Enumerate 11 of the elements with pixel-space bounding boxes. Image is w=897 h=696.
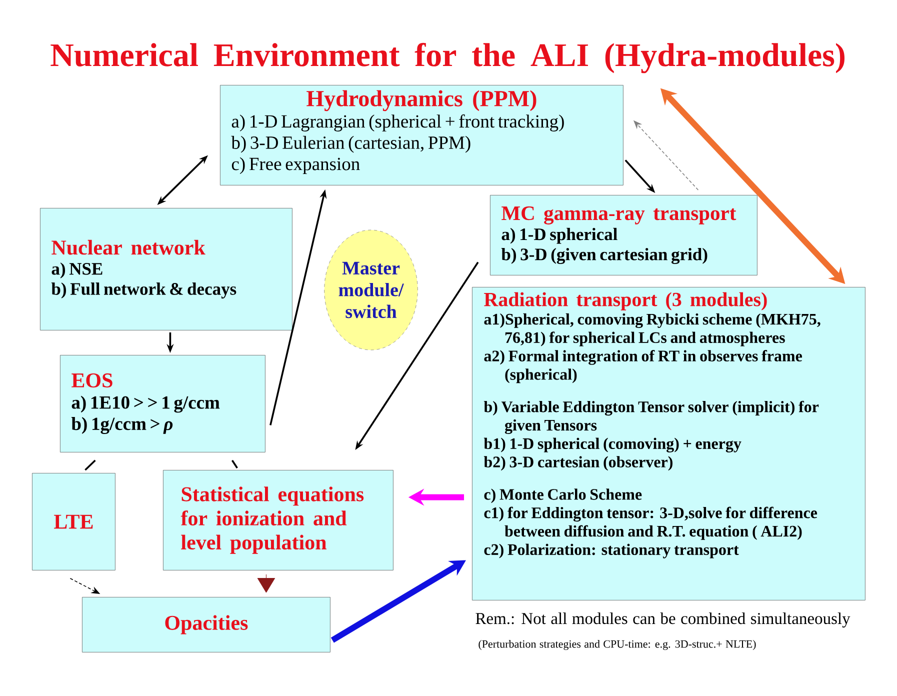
module-box: Radiation transport (3 modules) a1)Spherical, comoving Rybicki scheme (MKH75, 76,81) for spherical LCs and atmospheres a2) Formal integration of RT in observes frame (spherical) b) Variable Eddington Tensor solver (implicit) for given Tensors b1) 1-D spherical (comoving) + energy b2) 3-D cartesian (observer) c) Monte Carlo Scheme c1) for Eddington tensor: 3-D,solve for difference between diffusion and R.T. equation ( ALI2) c2) Polarization: stationary transport — [472, 287, 866, 600]
module-box: Statistical equations for ionization and level population — [163, 470, 394, 570]
arrow — [257, 574, 276, 593]
module-box: Hydrodynamics (PPM) a) 1-D Lagrangian (spherical + front tracking) b) 3-D Eulerian (cartesian, PPM) c) Free expansion — [220, 85, 624, 186]
title: Numerical Environment for the ALI (Hydra-modules) — [50, 42, 844, 74]
module-box: MC gamma-ray transport a) 1-D spherical b) 3-D (given cartesian grid) — [490, 195, 758, 276]
module-box: Nuclear network a) NSE b) Full network & decays — [40, 208, 292, 330]
module-box: Opacities — [82, 597, 330, 652]
note: (Perturbation strategies and CPU-time: e.g. 3D-struc.+ NLTE) — [478, 640, 756, 650]
module-box: EOS a) 1E10 > > 1 g/ccm b) 1g/ccm > ρ — [60, 355, 266, 452]
module-box: LTE — [32, 473, 116, 570]
